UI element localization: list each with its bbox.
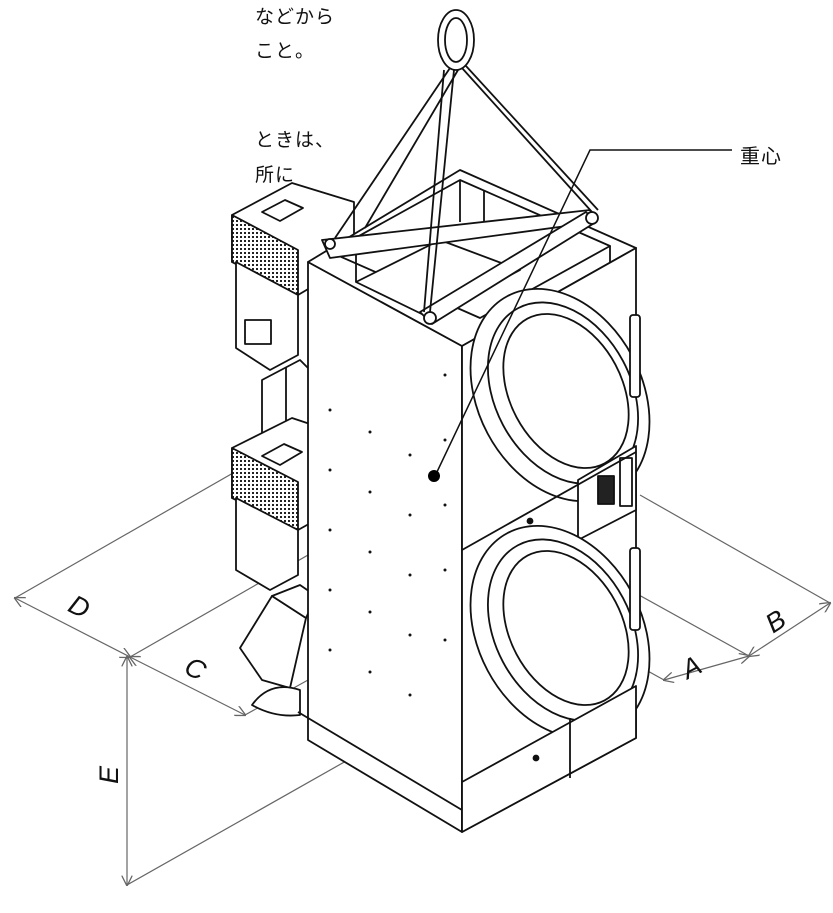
dim-e-label: E: [94, 765, 124, 784]
center-of-gravity-callout: [428, 149, 732, 482]
dim-a-label: A: [675, 650, 706, 686]
dim-a-ext: [629, 589, 750, 657]
rear-bottom-hopper: [239, 584, 317, 717]
dryer-body: [231, 169, 651, 833]
side-panel: [307, 261, 463, 833]
dim-b-label: B: [760, 604, 791, 639]
intro-line-4: 所に: [255, 164, 296, 186]
dim-c-line: [130, 657, 245, 715]
side-rivets: [328, 373, 447, 697]
center-of-gravity-dot: [428, 470, 440, 482]
dim-d-line: [15, 598, 130, 657]
lower-door: [469, 524, 651, 740]
lifting-ring: [437, 9, 475, 71]
intro-line-1: などから: [255, 6, 336, 28]
control-panel: [526, 445, 637, 541]
dim-a-line: [664, 656, 749, 680]
intro-line-2: こと。: [255, 40, 316, 62]
lifting-sling: [334, 9, 599, 313]
base-panel: [461, 685, 637, 833]
dim-c-label: C: [180, 651, 211, 687]
dim-b-ext: [639, 494, 831, 604]
dim-b-line: [749, 603, 830, 656]
upper-door: [469, 287, 651, 503]
dim-e-ext: [126, 751, 363, 886]
cog-leader-line: [435, 149, 732, 475]
dim-d-label: D: [64, 589, 95, 625]
intro-line-3: ときは、: [255, 129, 336, 151]
center-of-gravity-label: 重心: [740, 144, 782, 168]
